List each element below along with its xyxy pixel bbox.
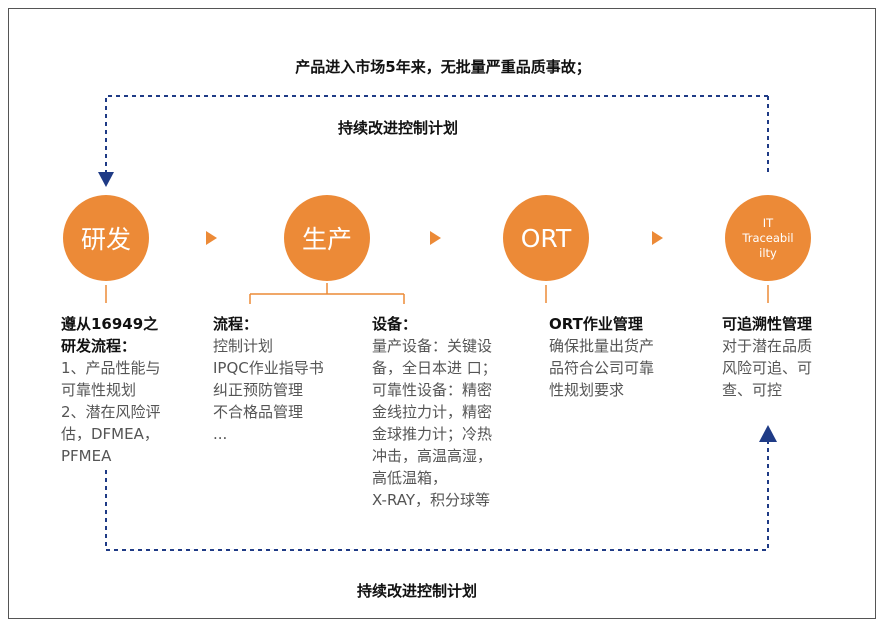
rd-column: 遵从16949之 研发流程： 1、产品性能与 可靠性规划 2、潜在风险评 估，D… [61, 313, 211, 467]
stage-rd-label: 研发 [80, 225, 131, 254]
stage-traceability-line: IT [762, 215, 774, 230]
down-arrow-icon [98, 172, 114, 187]
stage-production-label: 生产 [301, 225, 352, 254]
rd-text-line: 1、产品性能与 [61, 359, 161, 377]
loop-label-bottom: 持续改进控制计划 [357, 582, 478, 600]
ort-text-line: 品符合公司可靠 [549, 359, 655, 377]
stage-ort-label: ORT [520, 223, 572, 253]
trace-text-line: 风险可追、可 [722, 359, 813, 377]
ort-heading: ORT作业管理 [549, 315, 643, 333]
bottom-loop-line [105, 440, 769, 551]
equipment-text-line: 量产设备：关键设 [372, 337, 493, 355]
stage-traceability-line: ilty [759, 245, 777, 260]
process-text-line: 不合格品管理 [213, 403, 304, 421]
process-text-line: 控制计划 [213, 337, 274, 355]
process-heading: 流程： [213, 315, 259, 333]
flow-arrow-icon [206, 231, 217, 245]
rd-text-line: 估，DFMEA， [61, 425, 159, 443]
rd-text-line: 2、潜在风险评 [61, 403, 161, 421]
process-column: 流程： 控制计划 IPQC作业指导书 纠正预防管理 不合格品管理 ... [213, 313, 363, 445]
equipment-text-line: 金线拉力计，精密 [372, 403, 493, 421]
headline: 产品进入市场5年来，无批量严重品质事故； [295, 58, 591, 76]
trace-text-line: 查、可控 [722, 381, 783, 399]
stage-traceability-line: Traceabil [742, 230, 794, 245]
top-loop-line [105, 95, 768, 180]
stage-production-circle: 生产 [284, 195, 370, 281]
rd-text-line: PFMEA [61, 447, 112, 465]
equipment-text-line: 备，全日本进 口； [372, 359, 497, 377]
stage-traceability-circle: IT Traceabil ilty [725, 195, 811, 281]
ort-text-line: 性规划要求 [549, 381, 625, 399]
equipment-heading: 设备： [372, 315, 418, 333]
up-arrow-icon [759, 425, 777, 442]
process-text-line: 纠正预防管理 [213, 381, 304, 399]
stage-ort-circle: ORT [503, 195, 589, 281]
flow-arrow-icon [652, 231, 663, 245]
flow-arrow-icon [430, 231, 441, 245]
rd-heading-line: 遵从16949之 [61, 315, 159, 333]
equipment-text-line: 可靠性设备：精密 [372, 381, 493, 399]
loop-label-top: 持续改进控制计划 [338, 119, 459, 137]
equipment-text-line: X-RAY，积分球等 [372, 491, 491, 509]
stage-rd-circle: 研发 [63, 195, 149, 281]
rd-heading-line: 研发流程： [61, 337, 137, 355]
process-text-line: ... [213, 425, 228, 443]
process-text-line: IPQC作业指导书 [213, 359, 324, 377]
equipment-text-line: 冲击，高温高湿， [372, 447, 493, 465]
equipment-column: 设备： 量产设备：关键设 备，全日本进 口； 可靠性设备：精密 金线拉力计，精密… [372, 313, 532, 511]
equipment-text-line: 高低温箱， [372, 469, 448, 487]
equipment-text-line: 金球推力计；冷热 [372, 425, 493, 443]
diagram-frame [8, 8, 876, 619]
rd-text-line: 可靠性规划 [61, 381, 137, 399]
ort-text-line: 确保批量出货产 [549, 337, 655, 355]
ort-column: ORT作业管理 确保批量出货产 品符合公司可靠 性规划要求 [549, 313, 699, 401]
trace-heading: 可追溯性管理 [722, 315, 813, 333]
trace-text-line: 对于潜在品质 [722, 337, 813, 355]
trace-column: 可追溯性管理 对于潜在品质 风险可追、可 查、可控 [722, 313, 862, 401]
